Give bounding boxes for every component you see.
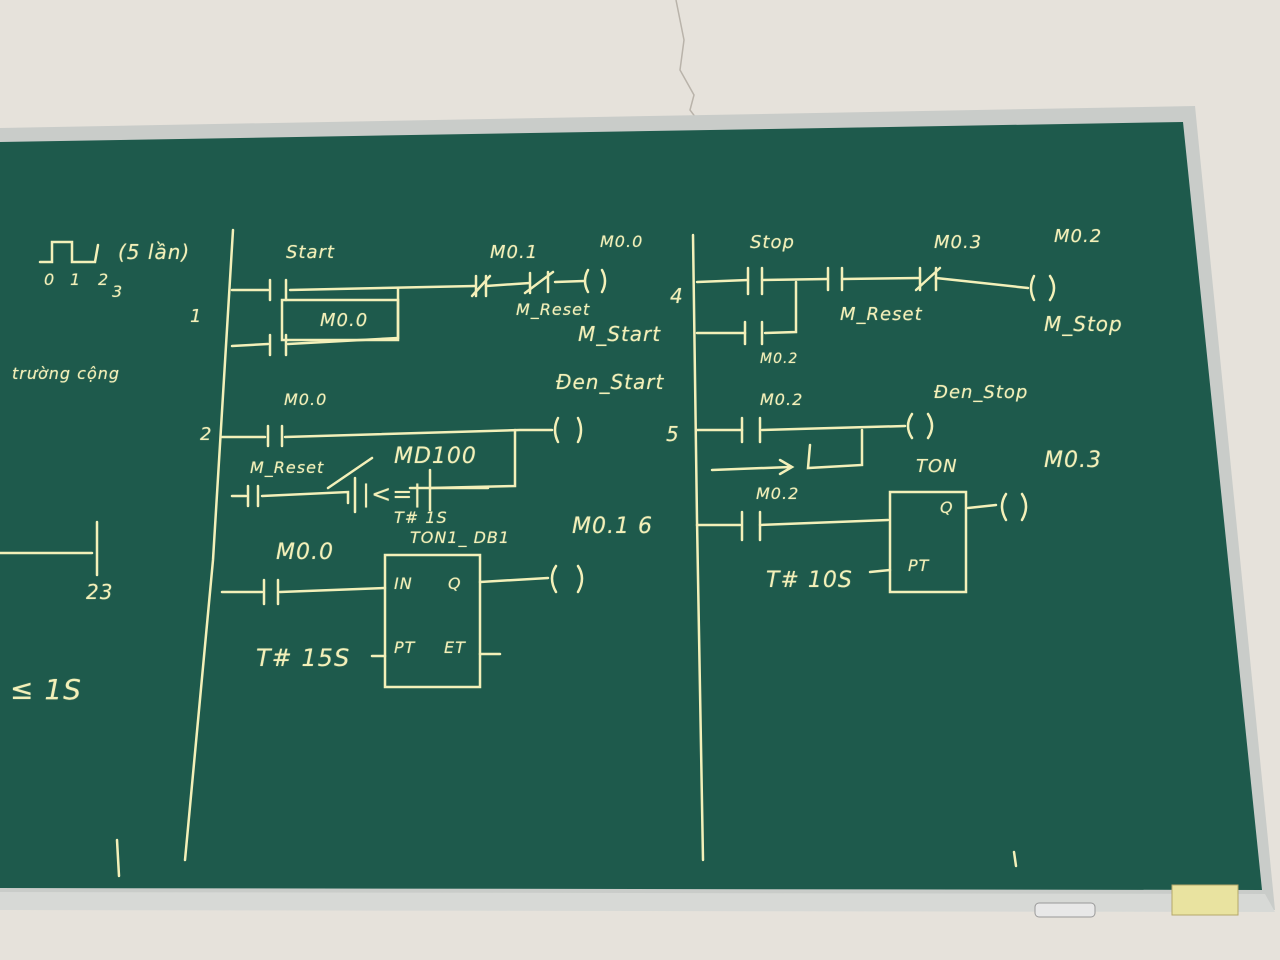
rung4-nc-contact bbox=[826, 266, 844, 292]
rung5-contact2-label: M0.2 bbox=[756, 484, 800, 503]
rung1-hold-contact bbox=[268, 333, 288, 357]
rung5-coil2-label: M0.3 bbox=[1044, 448, 1102, 473]
rung5-timer-type: TON bbox=[916, 456, 958, 477]
rung5-branch bbox=[806, 428, 864, 470]
eraser-box bbox=[1171, 884, 1239, 916]
pulse-tick-0: 0 bbox=[44, 270, 56, 289]
rung5-timer-q: Q bbox=[940, 498, 954, 517]
power-rail-2 bbox=[691, 233, 705, 862]
timer-pt-pin: PT bbox=[394, 638, 416, 657]
board-surface bbox=[0, 122, 1262, 890]
rung5-arrow bbox=[710, 458, 795, 476]
margin-compare: ≤ 1S bbox=[10, 673, 82, 706]
pulse-tick-2: 2 bbox=[98, 270, 110, 289]
rung1-coil-label: M0.0 bbox=[600, 232, 644, 251]
pulse-waveform bbox=[38, 240, 100, 264]
rung1-start-contact bbox=[268, 278, 288, 302]
rung4-coil-label: M0.2 bbox=[1054, 226, 1103, 247]
board-tick bbox=[115, 838, 1018, 878]
board-marker bbox=[1034, 902, 1096, 918]
timer-et-pin: ET bbox=[444, 638, 466, 657]
rung2-compare-box bbox=[353, 468, 432, 514]
rung1-coil-name: M_Start bbox=[578, 322, 662, 346]
rung3-coil bbox=[550, 564, 584, 594]
rung1-coil bbox=[583, 268, 607, 294]
rung4-stop-label: Stop bbox=[750, 232, 795, 253]
rung3-coil-label: M0.1 6 bbox=[572, 514, 653, 539]
rung2-number: 2 bbox=[200, 424, 213, 445]
timer-q-pin: Q bbox=[448, 574, 462, 593]
margin-end-label: 23 bbox=[86, 580, 114, 604]
rung3-contact bbox=[262, 578, 280, 606]
rung4-hold-label: M0.2 bbox=[760, 351, 799, 367]
rung4-branch bbox=[695, 280, 798, 335]
rung5-coil bbox=[906, 412, 934, 440]
rung2-wire bbox=[220, 428, 554, 439]
rung4-nc-label: M0.3 bbox=[934, 232, 983, 253]
rung1-number: 1 bbox=[190, 306, 203, 327]
rung4-hold-contact bbox=[743, 320, 764, 346]
rung4-coil-name: M_Stop bbox=[1044, 312, 1123, 336]
rung5-timer-box bbox=[888, 490, 968, 594]
rung2-contact bbox=[266, 424, 284, 448]
rung5-contact bbox=[740, 416, 762, 444]
power-rail-1 bbox=[183, 228, 235, 862]
rung2-coil bbox=[553, 416, 583, 444]
rung4-stop-contact bbox=[746, 266, 764, 296]
rung2-coil-name: Đen_Start bbox=[556, 370, 665, 394]
rung1-nc-contact bbox=[470, 274, 492, 298]
wall-crack bbox=[675, 0, 706, 131]
pulse-count-label: (5 lần) bbox=[118, 240, 191, 264]
rung5-coil2 bbox=[1000, 492, 1028, 522]
rung1-wire bbox=[230, 279, 586, 292]
rung1-start-label: Start bbox=[286, 242, 335, 263]
rung5-wire bbox=[695, 424, 907, 432]
rung5-timer-pt: PT bbox=[908, 556, 930, 575]
rung5-contact-label: M0.2 bbox=[760, 390, 804, 409]
timer-in-pin: IN bbox=[394, 574, 413, 593]
rung5-coil-name: Đen_Stop bbox=[934, 382, 1029, 403]
rung1-hold-label: M0.0 bbox=[320, 310, 369, 331]
rung2-nc-contact bbox=[246, 484, 260, 508]
rung3-timer-name: TON1_ DB1 bbox=[410, 528, 511, 547]
rung4-reset-label: M_Reset bbox=[840, 304, 923, 325]
rung3-wire bbox=[220, 576, 550, 594]
rung2-compare-op: |<=| bbox=[362, 480, 423, 508]
rung4-nc-contact2 bbox=[914, 266, 942, 292]
timer-preset-value: T# 15S bbox=[256, 644, 351, 672]
rung3-contact-label: M0.0 bbox=[276, 540, 334, 565]
margin-note: trường cộng bbox=[12, 364, 121, 383]
rung4-number: 4 bbox=[670, 284, 684, 308]
rung5-contact2 bbox=[740, 510, 762, 542]
rung4-coil bbox=[1029, 274, 1056, 302]
rung1-nc-contact2 bbox=[523, 270, 555, 295]
rung5-timer-wire bbox=[695, 503, 998, 574]
rung4-wire bbox=[695, 276, 1030, 290]
pulse-tick-1: 1 bbox=[70, 270, 82, 289]
chalk-tray bbox=[0, 892, 1275, 912]
rung1-reset-label: M_Reset bbox=[516, 300, 591, 319]
rung5-number: 5 bbox=[666, 422, 680, 446]
rung2-contact-label: M0.0 bbox=[284, 390, 328, 409]
rung1-nc-label: M0.1 bbox=[490, 242, 539, 263]
rung1-hold-box bbox=[280, 298, 400, 342]
rung2-reset-label: M_Reset bbox=[250, 458, 325, 477]
rung1-branch bbox=[230, 286, 400, 348]
rung2-compare-var: MD100 bbox=[394, 444, 477, 469]
pulse-tick-3: 3 bbox=[112, 282, 124, 301]
rung5-preset-value: T# 10S bbox=[766, 568, 853, 593]
rung2-arrow bbox=[326, 456, 490, 490]
rung2-compare-time: T# 1S bbox=[394, 508, 448, 527]
rung3-pt-wire bbox=[370, 652, 502, 658]
rung3-timer-box bbox=[383, 553, 482, 689]
